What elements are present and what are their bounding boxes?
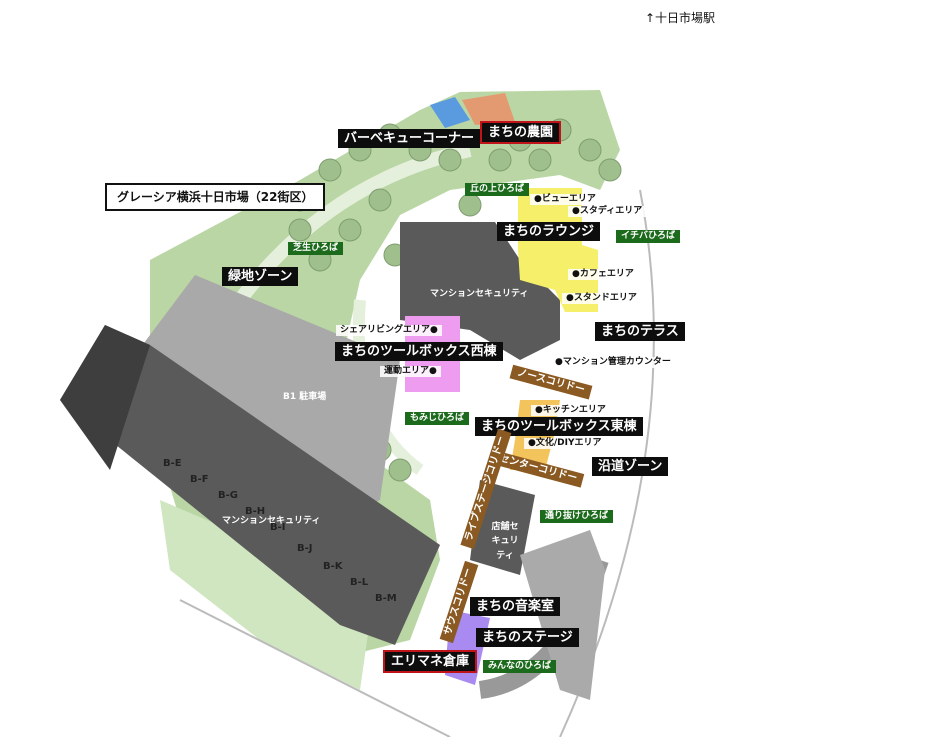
zone-toolbox-west: まちのツールボックス西棟 (335, 342, 503, 361)
zone-terrace: まちのテラス (595, 322, 685, 341)
unit-label: B-M (375, 593, 397, 604)
zone-farm: まちの農園 (480, 121, 562, 144)
plaza-minna: みんなのひろば (483, 660, 557, 673)
parking-label: B1 駐車場 (283, 392, 327, 402)
unit-label: B-I (270, 522, 286, 533)
tree (288, 218, 312, 242)
road-left (179, 599, 451, 737)
area-exercise: 運動エリア● (380, 366, 441, 377)
area-diy: ●文化/DIYエリア (524, 438, 606, 449)
building-shade (60, 325, 150, 470)
tree (368, 188, 392, 212)
residential-building-b (60, 325, 440, 645)
unit-label: B-H (245, 506, 266, 517)
plaza-lawn: 芝生ひろば (288, 242, 344, 255)
plaza-ichiba: イチバひろば (616, 230, 681, 243)
tree (598, 158, 622, 182)
area-study: ●スタディエリア (568, 206, 647, 217)
unit-label: B-K (323, 561, 343, 572)
area-kitchen: ●キッチンエリア (531, 405, 610, 416)
zone-bbq: バーベキューコーナー (338, 129, 481, 148)
plaza-momiji: もみじひろば (405, 412, 470, 425)
shop-security-label: 店舗セキュリティ (491, 522, 519, 561)
zone-roadside: 沿道ゾーン (592, 457, 669, 476)
area-stand: ●スタンドエリア (562, 293, 641, 304)
station-direction: ↑十日市場駅 (645, 11, 716, 25)
tree (488, 148, 512, 172)
area-view: ●ビューエリア (530, 194, 600, 205)
parking-area (135, 275, 400, 520)
zone-stage: まちのステージ (476, 628, 579, 647)
unit-label: B-L (350, 577, 369, 588)
zone-music-room: まちの音楽室 (470, 597, 561, 616)
area-management: ●マンション管理カウンター (551, 357, 675, 368)
tree (528, 148, 552, 172)
plaza-structure (520, 530, 605, 700)
security-south-label: マンションセキュリティ (222, 516, 321, 526)
lounge-area (518, 188, 598, 312)
unit-label: B-E (163, 458, 182, 469)
tree (458, 193, 482, 217)
zone-storage: エリマネ倉庫 (383, 650, 478, 673)
security-north-label: マンションセキュリティ (430, 289, 529, 299)
site-title: グレーシア横浜十日市場（22街区） (105, 183, 326, 211)
unit-label: B-J (297, 543, 313, 554)
zone-green: 緑地ゾーン (222, 267, 299, 286)
plaza-hilltop: 丘の上ひろば (465, 183, 530, 196)
zone-lounge: まちのラウンジ (497, 222, 601, 241)
area-cafe: ●カフェエリア (568, 269, 638, 280)
unit-label: B-G (218, 490, 238, 501)
tree (318, 158, 342, 182)
bbq-area (430, 97, 470, 128)
unit-label: B-F (190, 474, 209, 485)
plaza-passage: 通り抜けひろば (540, 510, 614, 523)
tree (388, 458, 412, 482)
lawn-lower-left (160, 500, 370, 690)
zone-toolbox-east: まちのツールボックス東棟 (475, 417, 643, 436)
tree (338, 218, 362, 242)
tree (438, 148, 462, 172)
area-share-living: シェアリビングエリア● (336, 325, 442, 336)
farm-area (462, 93, 515, 125)
tree (578, 138, 602, 162)
